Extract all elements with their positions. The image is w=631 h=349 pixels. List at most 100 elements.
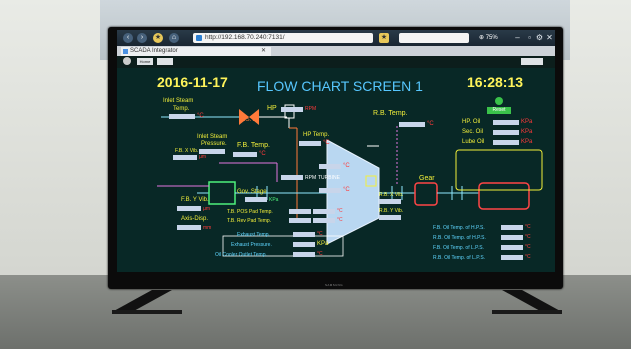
oil-cooler-value bbox=[293, 252, 315, 257]
fb-temp-value bbox=[233, 152, 257, 157]
tb-rev-pad-value-2 bbox=[313, 218, 335, 223]
tab-title: SCADA Integrator bbox=[130, 48, 178, 54]
turbine-temp-value-1 bbox=[319, 164, 341, 169]
sec-oil-label: Sec. Oil bbox=[462, 129, 484, 135]
favorites-star-icon[interactable]: ★ bbox=[153, 33, 163, 43]
rb-x-vib-value bbox=[379, 199, 401, 204]
tb-pos-pad-value-2 bbox=[313, 209, 335, 214]
exhaust-pressure-label: Exhaust Pressure. bbox=[231, 242, 272, 248]
home-icon[interactable]: ⌂ bbox=[169, 33, 179, 43]
msv-label: M.S.V bbox=[239, 117, 256, 123]
rb-temp-value bbox=[399, 122, 425, 127]
sec-oil-unit: KPa bbox=[521, 129, 533, 135]
fb-oil-lps-unit: °C bbox=[525, 244, 531, 250]
turbine-temp-unit-2: °C bbox=[343, 187, 350, 193]
rb-temp-label: R.B. Temp. bbox=[373, 110, 408, 117]
rb-oil-lps-label: R.B. Oil Temp. of L.P.S. bbox=[433, 255, 486, 261]
site-favicon-icon bbox=[196, 35, 202, 41]
app-logo-icon bbox=[123, 57, 131, 65]
oil-cooler-label: Oil Cooler Outlet Temp. bbox=[215, 252, 267, 258]
hp-label: HP bbox=[267, 105, 277, 112]
reset-button[interactable]: Reset bbox=[487, 107, 511, 114]
oil-cooler-unit: °C bbox=[317, 251, 323, 257]
fb-y-vib-value bbox=[177, 206, 201, 211]
tab-scada[interactable]: SCADA Integrator ✕ bbox=[121, 47, 271, 56]
fb-y-vib-label: F.B. Y Vib. bbox=[181, 197, 209, 203]
fb-x-vib-unit: µm bbox=[199, 154, 207, 160]
inlet-steam-temp-label-1: Inlet Steam bbox=[163, 98, 194, 104]
hp-temp-label: HP Temp. bbox=[303, 132, 330, 138]
axis-disp-unit: mm bbox=[203, 225, 212, 231]
tab-close-icon[interactable]: ✕ bbox=[261, 48, 267, 54]
fb-oil-lps-value bbox=[501, 245, 523, 250]
tb-pos-pad-label: T.B. POS Pad Temp. bbox=[227, 209, 273, 215]
tv-screen: ‹ › ★ ⌂ http://192.168.70.240:7131/ ★ ⊕ … bbox=[117, 30, 555, 272]
status-indicator-icon bbox=[495, 97, 503, 105]
fb-temp-label: F.B. Temp. bbox=[237, 142, 270, 149]
app-strip: Home bbox=[117, 56, 555, 68]
hp-temp-unit: °C bbox=[323, 140, 330, 146]
tv-brand: SAMSUNG bbox=[325, 283, 343, 287]
inlet-steam-temp-unit: °C bbox=[197, 113, 204, 119]
bookmark-star-icon[interactable]: ★ bbox=[379, 33, 389, 43]
rb-oil-hps-value bbox=[501, 235, 523, 240]
turbine-temp-value-2 bbox=[319, 188, 341, 193]
address-bar[interactable]: http://192.168.70.240:7131/ bbox=[193, 33, 373, 43]
window-icon[interactable]: ▫ bbox=[528, 33, 531, 42]
rb-y-vib-label: R.B. Y Vib. bbox=[379, 208, 404, 214]
axis-disp-value bbox=[177, 225, 201, 230]
hp-oil-value bbox=[493, 120, 519, 125]
forward-icon[interactable]: › bbox=[137, 33, 147, 43]
exhaust-temp-label: Exhaust Temp. bbox=[237, 232, 270, 238]
user-button[interactable] bbox=[521, 58, 543, 65]
page-title: FLOW CHART SCREEN 1 bbox=[257, 78, 423, 94]
close-icon[interactable]: ✕ bbox=[546, 33, 553, 42]
tab-bar: SCADA Integrator ✕ bbox=[117, 46, 555, 56]
fb-x-vib-value bbox=[173, 155, 197, 160]
fb-x-vib-label: F.B. X Vib. bbox=[175, 148, 199, 154]
inlet-steam-pressure-value bbox=[199, 149, 225, 154]
fb-y-vib-unit: µm bbox=[203, 206, 211, 212]
gov-stage-label: Gov. Stage bbox=[237, 189, 267, 195]
exhaust-temp-value bbox=[293, 232, 315, 237]
fb-oil-hps-value bbox=[501, 225, 523, 230]
rb-oil-lps-value bbox=[501, 255, 523, 260]
lube-oil-label: Lube Oil bbox=[462, 139, 485, 145]
inlet-steam-pressure-label-1: Inlet Steam bbox=[197, 134, 228, 140]
tab-favicon-icon bbox=[123, 49, 128, 54]
secondary-button[interactable] bbox=[157, 58, 173, 65]
rb-y-vib-value bbox=[379, 215, 401, 220]
tb-rev-pad-value-1 bbox=[289, 218, 311, 223]
home-button[interactable]: Home bbox=[137, 58, 153, 65]
rb-oil-lps-unit: °C bbox=[525, 254, 531, 260]
fb-oil-lps-label: F.B. Oil Temp. of L.P.S. bbox=[433, 245, 484, 251]
gear-icon[interactable]: ⚙ bbox=[535, 33, 544, 42]
exhaust-pressure-unit: KPa bbox=[317, 241, 329, 247]
tb-pos-pad-unit: °C bbox=[337, 208, 343, 214]
inlet-steam-temp-value bbox=[169, 114, 195, 119]
rb-temp-unit: °C bbox=[427, 121, 434, 127]
inlet-steam-temp-label-2: Temp. bbox=[173, 106, 190, 112]
lube-oil-unit: KPa bbox=[521, 139, 533, 145]
back-icon[interactable]: ‹ bbox=[123, 33, 133, 43]
tb-rev-pad-label: T.B. Rev Pad Temp. bbox=[227, 218, 272, 224]
minimize-icon[interactable]: – bbox=[515, 33, 520, 42]
gov-stage-value bbox=[245, 197, 267, 202]
url-text: http://192.168.70.240:7131/ bbox=[205, 34, 285, 41]
rpm-label: RPM bbox=[305, 175, 317, 181]
fb-temp-unit: °C bbox=[259, 151, 266, 157]
zoom-text: 75% bbox=[485, 35, 498, 41]
tb-pos-pad-value-1 bbox=[289, 209, 311, 214]
hp-oil-label: HP. Oil bbox=[462, 119, 481, 125]
rb-oil-hps-unit: °C bbox=[525, 234, 531, 240]
exhaust-temp-unit: °C bbox=[317, 231, 323, 237]
browser-toolbar: ‹ › ★ ⌂ http://192.168.70.240:7131/ ★ ⊕ … bbox=[117, 30, 555, 46]
hp-unit: RPM bbox=[305, 106, 317, 112]
hp-oil-unit: KPa bbox=[521, 119, 533, 125]
search-input[interactable] bbox=[399, 33, 469, 43]
zoom-level[interactable]: ⊕ 75% bbox=[479, 33, 507, 43]
turbine-label: TURBINE bbox=[318, 175, 340, 181]
fb-oil-hps-unit: °C bbox=[525, 224, 531, 230]
lube-oil-value bbox=[493, 140, 519, 145]
tv-stand bbox=[112, 290, 562, 314]
